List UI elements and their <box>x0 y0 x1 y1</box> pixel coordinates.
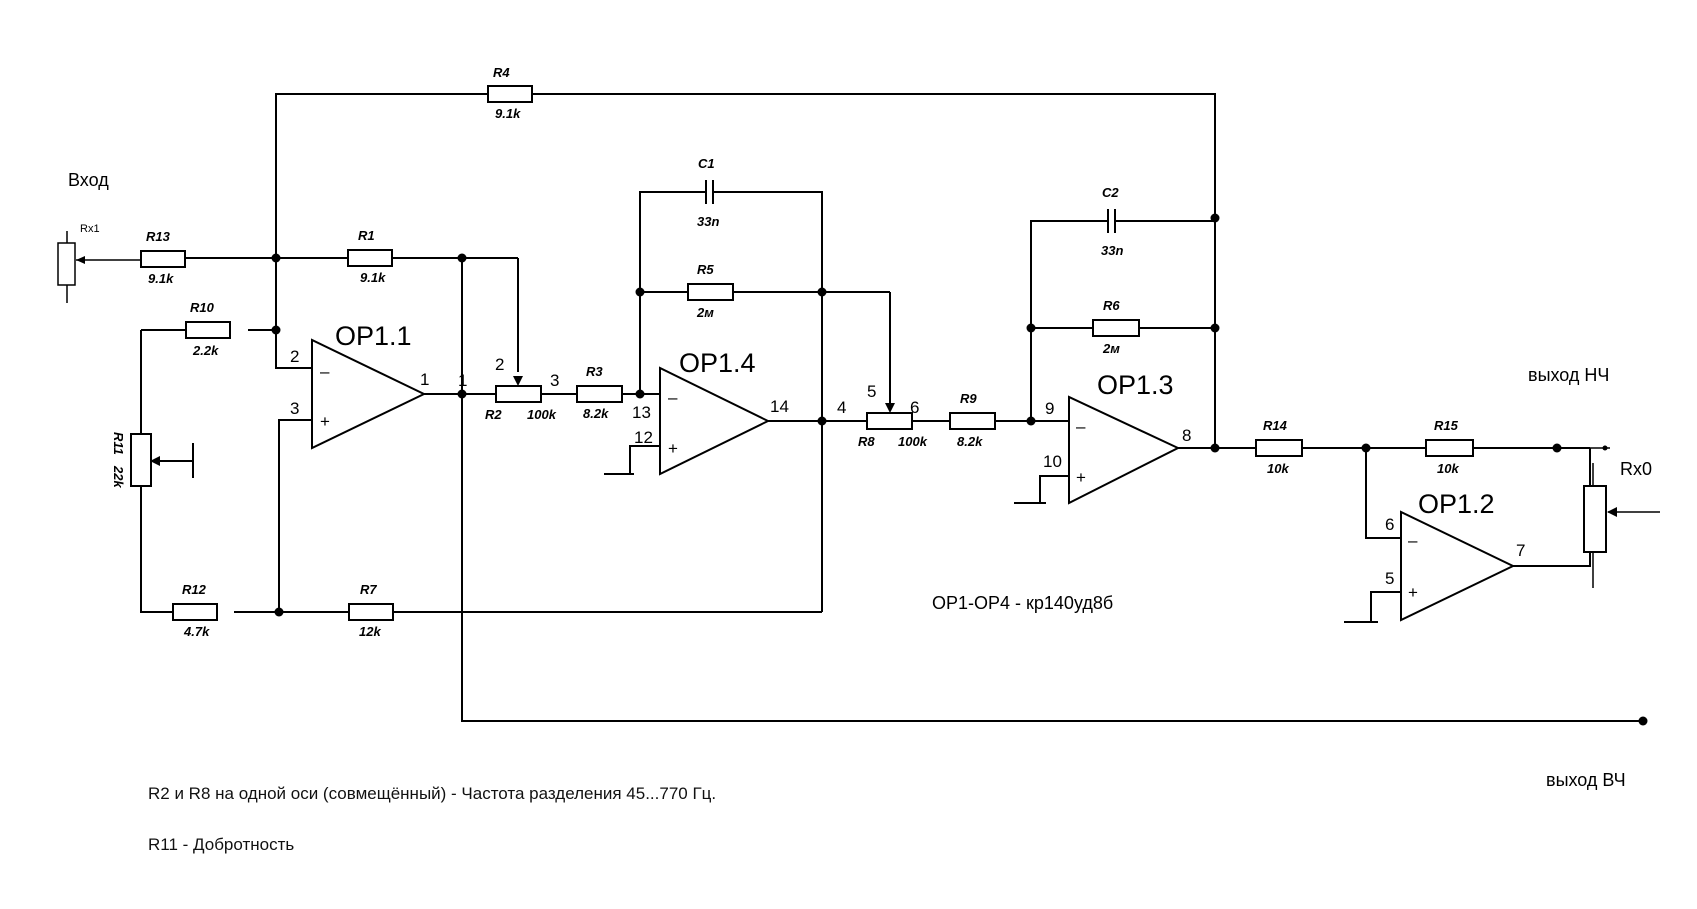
opamp-op1-3: – + 9 10 8 OP1.3 <box>1043 370 1191 505</box>
r13-name: R13 <box>146 229 171 244</box>
op13-pin-noninv: 10 <box>1043 452 1062 471</box>
r4-value: 9.1k <box>495 106 521 121</box>
op12-minus: – <box>1408 531 1418 550</box>
junctions <box>271 213 1648 726</box>
potentiometer-r2: 1 2 3 R2 100k <box>458 355 559 422</box>
opamp-type-note: OP1-OP4 - кр140уд8б <box>932 593 1113 613</box>
r8-pin-a: 4 <box>837 398 846 417</box>
potentiometer-rx1: Rx1 <box>57 223 100 286</box>
opamp-op1-4: – + 13 12 14 OP1.4 <box>632 348 789 476</box>
r6-value: 2м <box>1102 341 1120 356</box>
input-label: Вход <box>68 170 109 190</box>
potentiometer-rx0: Rx0 <box>1583 459 1652 553</box>
r10-value: 2.2k <box>192 343 219 358</box>
r14-name: R14 <box>1263 418 1288 433</box>
op13-pin-out: 8 <box>1182 426 1191 445</box>
r3-name: R3 <box>586 364 603 379</box>
note-quality: R11 - Добротность <box>148 835 294 854</box>
rx1-name: Rx1 <box>80 223 100 235</box>
op13-plus: + <box>1076 468 1086 487</box>
r13-value: 9.1k <box>148 271 174 286</box>
r6-name: R6 <box>1103 298 1120 313</box>
op14-pin-out: 14 <box>770 397 789 416</box>
op12-pin-out: 7 <box>1516 541 1525 560</box>
hf-output-label: выход ВЧ <box>1546 770 1626 790</box>
op12-pin-inv: 6 <box>1385 515 1394 534</box>
r11-value: 22k <box>111 465 126 488</box>
r2-name: R2 <box>485 407 502 422</box>
r5-value: 2м <box>696 305 714 320</box>
r7-name: R7 <box>360 582 377 597</box>
opamp-op1-2: – + 6 5 7 OP1.2 <box>1385 489 1525 622</box>
resistor-r5: R5 2м <box>687 262 734 320</box>
r8-pin-b: 6 <box>910 398 919 417</box>
r7-value: 12k <box>359 624 381 639</box>
op13-minus: – <box>1076 417 1086 436</box>
op11-plus: + <box>320 412 330 431</box>
r2-pin-w: 2 <box>495 355 504 374</box>
resistor-r4: R4 9.1k <box>487 65 533 121</box>
r1-value: 9.1k <box>360 270 386 285</box>
r10-name: R10 <box>190 300 215 315</box>
r2-pin-a: 1 <box>458 371 467 390</box>
op14-pin-inv: 13 <box>632 403 651 422</box>
r2-pin-b: 3 <box>550 371 559 390</box>
r15-name: R15 <box>1434 418 1459 433</box>
op13-pin-inv: 9 <box>1045 399 1054 418</box>
r3-value: 8.2k <box>583 406 609 421</box>
r8-value: 100k <box>898 434 928 449</box>
op14-pin-noninv: 12 <box>634 428 653 447</box>
capacitor-c1: C1 33n <box>697 156 719 229</box>
r4-name: R4 <box>493 65 510 80</box>
resistor-r9: R9 8.2k <box>949 391 996 449</box>
r9-value: 8.2k <box>957 434 983 449</box>
resistor-r14: R14 10k <box>1255 418 1303 476</box>
r11-name: R11 <box>111 432 126 455</box>
r9-name: R9 <box>960 391 977 406</box>
r8-pin-w: 5 <box>867 382 876 401</box>
r12-value: 4.7k <box>183 624 210 639</box>
op14-name: OP1.4 <box>679 348 756 378</box>
wires <box>66 93 1660 722</box>
op12-pin-noninv: 5 <box>1385 569 1394 588</box>
resistor-r12: R12 4.7k <box>172 582 218 639</box>
potentiometer-r8: 4 5 6 R8 100k <box>837 382 928 449</box>
op14-plus: + <box>668 439 678 458</box>
c1-name: C1 <box>698 156 715 171</box>
resistor-r7: R7 12k <box>348 582 394 639</box>
resistor-r3: R3 8.2k <box>576 364 623 421</box>
resistor-r11: R11 22k <box>111 432 160 488</box>
resistor-r1: R1 9.1k <box>347 228 393 285</box>
r14-value: 10k <box>1267 461 1289 476</box>
resistor-r13: R13 9.1k <box>140 229 186 286</box>
capacitor-c2: C2 33n <box>1101 185 1123 258</box>
opamp-op1-1: – + 2 3 1 OP1.1 <box>290 321 429 450</box>
note-frequency: R2 и R8 на одной оси (совмещённый) - Час… <box>148 784 716 803</box>
c1-value: 33n <box>697 214 719 229</box>
resistor-r10: R10 2.2k <box>185 300 231 358</box>
op13-name: OP1.3 <box>1097 370 1174 400</box>
r5-name: R5 <box>697 262 714 277</box>
c2-name: C2 <box>1102 185 1119 200</box>
lf-output-label: выход НЧ <box>1528 365 1609 385</box>
rx0-name: Rx0 <box>1620 459 1652 479</box>
r15-value: 10k <box>1437 461 1459 476</box>
c2-value: 33n <box>1101 243 1123 258</box>
op12-plus: + <box>1408 583 1418 602</box>
r1-name: R1 <box>358 228 375 243</box>
resistor-r6: R6 2м <box>1092 298 1140 356</box>
op11-pin-inv: 2 <box>290 347 299 366</box>
r2-value: 100k <box>527 407 557 422</box>
op14-minus: – <box>668 388 678 407</box>
resistor-r15: R15 10k <box>1425 418 1474 476</box>
op11-pin-out: 1 <box>420 370 429 389</box>
op12-name: OP1.2 <box>1418 489 1495 519</box>
op11-minus: – <box>320 362 330 381</box>
op11-name: OP1.1 <box>335 321 412 351</box>
r8-name: R8 <box>858 434 875 449</box>
op11-pin-noninv: 3 <box>290 399 299 418</box>
r12-name: R12 <box>182 582 207 597</box>
